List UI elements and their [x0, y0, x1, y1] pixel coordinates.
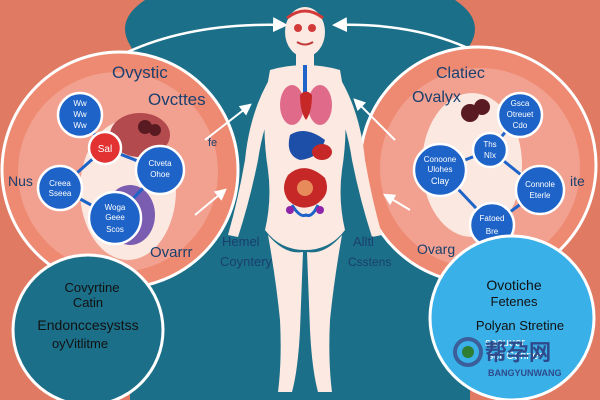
left-node-2: Sal — [87, 130, 123, 166]
left-node-1: Ww Ww Ww — [56, 91, 104, 139]
right-title-1: Clatiec — [436, 65, 485, 82]
left-node-5-text: Scos — [106, 225, 124, 234]
bottom-left-line-4: oyVitlitme — [52, 336, 108, 351]
left-node-2-text: Sal — [98, 144, 112, 155]
figure-eye-left — [294, 24, 302, 32]
figure-left-arm — [228, 75, 280, 237]
bottom-right-line-2: Fetenes — [491, 294, 538, 309]
left-node-4-text: Ctveta — [148, 159, 172, 168]
body-right-label-line-1: Alltl — [353, 234, 374, 249]
watermark-mark-inner — [462, 346, 474, 358]
figure-mouth — [296, 41, 314, 46]
right-node-4-text: Eterle — [530, 191, 551, 200]
left-node-3-text: Creea — [49, 179, 71, 188]
right-node-3: Conoone Ulohes Clay — [412, 142, 468, 198]
right-pointer-arrow — [382, 193, 411, 211]
left-organ-dot-2 — [149, 124, 161, 136]
intestine-core — [297, 180, 313, 196]
figure-left-leg — [268, 235, 303, 392]
right-node-1-text: Cdo — [513, 121, 528, 130]
uterus-outline — [290, 204, 320, 217]
left-node-1-text: Ww — [73, 110, 87, 119]
left-node-5-text: Woga — [105, 203, 126, 212]
body-left-label-line-1: Hemel — [222, 234, 260, 249]
ovary-left — [286, 206, 294, 214]
figure-right-arm — [330, 75, 382, 237]
left-title-2: Ovcttes — [148, 90, 206, 109]
bottom-right-line-5: ser Conner — [488, 350, 543, 362]
ovary-right — [316, 206, 324, 214]
left-arrow-note: fe — [208, 137, 217, 149]
left-pointer-arrow — [194, 188, 227, 216]
left-node-5: Woga Geee Scos — [87, 190, 143, 246]
watermark-mark-icon — [453, 337, 483, 367]
left-organ-dot-1 — [138, 120, 152, 134]
right-organ-shape — [422, 93, 522, 237]
left-node-4: Ctveta Ohoe — [134, 144, 186, 196]
right-node-3-text: Conoone — [424, 155, 457, 164]
lung-right — [308, 85, 332, 125]
left-node-1-text: Ww — [73, 121, 87, 130]
left-circle-diagram: Ovystic Ovcttes Nus Ovarrr fe Ww Ww Ww S… — [0, 50, 240, 290]
bottom-left-line-1: Covyrtine — [65, 280, 120, 295]
figure-neck — [296, 52, 314, 68]
left-node-3: Creea Sseea — [36, 164, 84, 212]
right-node-1: Gsca Otreuet Cdo — [496, 91, 544, 139]
bottom-left-line-2: Catin — [73, 295, 103, 310]
figure-head — [285, 7, 325, 57]
figure-eye-right — [308, 24, 316, 32]
watermark-subtitle: BANGYUNWANG — [488, 368, 562, 378]
figure-right-leg — [307, 235, 342, 392]
lung-left — [280, 85, 304, 125]
right-node-4-text: Connole — [525, 180, 555, 189]
right-node-3-text: Ulohes — [428, 165, 453, 174]
right-node-1-text: Otreuet — [507, 110, 534, 119]
body-left-label-line-2: Coyntery — [220, 254, 273, 269]
right-upper-arrow — [353, 98, 396, 141]
liver — [312, 144, 332, 160]
left-title-1: Ovystic — [112, 63, 168, 82]
body-right-label-line-2: Csstens — [348, 255, 391, 269]
bottom-left-info-circle: Covyrtine Catin Endonccesystss oyVitlitm… — [11, 253, 165, 400]
left-node-3-text: Sseea — [49, 189, 72, 198]
right-node-2-text: Ths — [483, 140, 496, 149]
left-node-4-text: Ohoe — [150, 170, 170, 179]
left-side-label: Nus — [8, 173, 33, 189]
right-node-5-text: Bre — [486, 227, 499, 236]
heart — [300, 91, 312, 120]
bottom-left-line-3: Endonccesystss — [37, 317, 138, 333]
right-node-2-text: NIx — [484, 151, 496, 160]
figure-hair — [286, 9, 324, 20]
right-bottom-title: Ovarg — [417, 241, 455, 257]
bottom-right-line-4: saeuuer — [485, 337, 525, 349]
watermark-title: 帮孕网 — [485, 340, 551, 365]
right-node-3-text: Clay — [431, 176, 450, 186]
bottom-right-line-1: Ovotiche — [486, 277, 541, 293]
right-title-2: Ovalyx — [412, 89, 461, 106]
left-upper-arrow — [204, 103, 252, 141]
left-node-5-text: Geee — [105, 213, 125, 222]
right-node-4: Connole Eterle — [514, 164, 566, 216]
bottom-right-line-3: Polyan Stretine — [476, 318, 564, 333]
left-bottom-title: Ovarrr — [150, 244, 193, 261]
right-node-2: Ths NIx — [471, 131, 509, 169]
right-node-5-text: Fatoed — [480, 214, 505, 223]
right-side-label: ite — [570, 173, 585, 189]
watermark-logo: 帮孕网 BANGYUNWANG — [453, 337, 562, 378]
internal-organs — [280, 65, 332, 217]
left-node-1-text: Ww — [73, 99, 87, 108]
right-node-1-text: Gsca — [511, 99, 530, 108]
right-organ-dot-2 — [474, 99, 490, 115]
bottom-right-info-circle: Ovotiche Fetenes Polyan Stretine saeuuer… — [428, 234, 596, 400]
